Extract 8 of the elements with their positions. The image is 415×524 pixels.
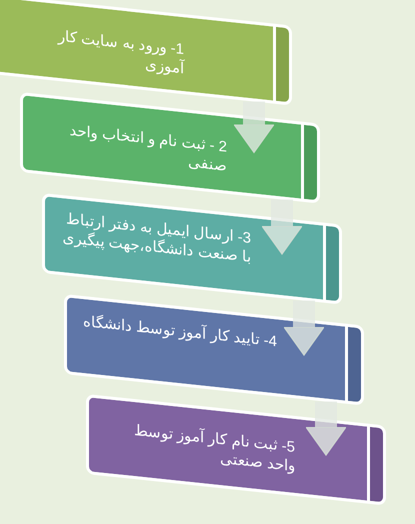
down-arrow: [306, 402, 346, 456]
step-text: 3- ارسال ایمیل به دفتر ارتباط با صنعت دانشگاه،جهت پیگیری: [61, 210, 251, 268]
step-text: 2 - ثبت نام و انتخاب واحد صنفی: [68, 121, 227, 176]
step-text: 1- ورود به سایت کار آموزی: [56, 26, 184, 79]
down-arrow: [234, 102, 274, 154]
step-text: 5- ثبت نام کار آموز توسط واحد صنعتی: [132, 421, 295, 476]
process-box: [0, 0, 292, 106]
step-text: 4- تایید کار آموز توسط دانشگاه: [82, 312, 277, 352]
